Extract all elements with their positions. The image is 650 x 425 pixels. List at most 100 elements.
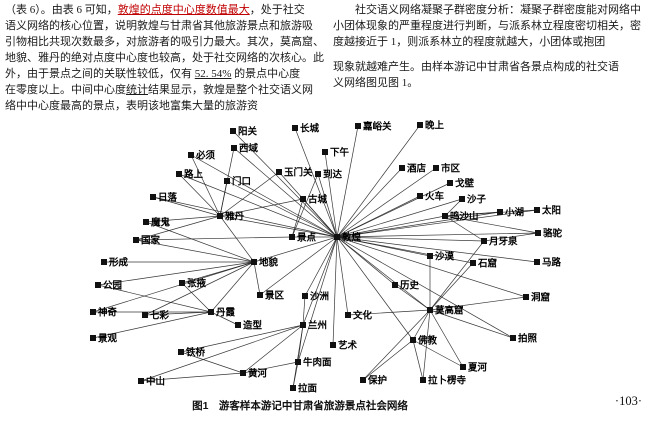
network-edge <box>253 236 338 263</box>
network-node-label: 莫高窟 <box>434 305 464 317</box>
network-node-label: 文化 <box>352 310 373 322</box>
network-edge <box>233 147 338 238</box>
network-edge <box>304 236 338 297</box>
network-edge <box>144 261 255 316</box>
network-node-label: 七彩 <box>150 310 170 322</box>
network-node-label: 保护 <box>367 375 387 387</box>
text-line: 现象就越难产生。由样本游记中甘肃省各景点构成的社交语 <box>333 59 649 75</box>
network-node <box>392 282 398 288</box>
network-node <box>178 349 184 355</box>
network-node <box>523 294 529 300</box>
network-node-label: 路上 <box>184 169 204 181</box>
network-node <box>497 209 503 215</box>
network-edge <box>336 236 414 341</box>
network-edge <box>145 215 221 223</box>
network-node-label: 西域 <box>239 143 259 155</box>
network-edge <box>97 261 255 286</box>
network-node <box>251 259 257 265</box>
text-segment: 社交语义网络凝聚子群密度分析：凝聚子群密度能对网络中 <box>355 4 641 16</box>
text-segment-marked: 统计 <box>126 84 148 96</box>
network-edge <box>152 196 338 238</box>
network-edge <box>259 236 338 296</box>
network-edge <box>219 198 304 217</box>
network-edge <box>429 262 474 311</box>
network-node-label: 景点 <box>296 232 317 244</box>
network-edge <box>291 173 319 238</box>
network-edge <box>181 282 212 313</box>
network-edge <box>180 324 304 353</box>
network-node-label: 太阳 <box>542 205 561 217</box>
network-edge <box>152 196 221 217</box>
network-node-label: 下午 <box>330 147 350 159</box>
network-edge <box>180 351 244 374</box>
network-node-label: 沙子 <box>467 195 487 206</box>
network-node <box>179 280 185 286</box>
network-edge <box>422 309 431 381</box>
text-segment: 义网络图见图 1。 <box>333 77 419 89</box>
network-node <box>322 149 328 155</box>
network-edge <box>302 295 306 326</box>
network-edge <box>336 236 431 311</box>
network-edge <box>336 167 403 238</box>
network-edge <box>444 215 485 242</box>
network-node <box>90 309 96 315</box>
network-node-label: 长城 <box>300 123 320 135</box>
network-node-label: 小湖 <box>504 207 525 219</box>
network-edge <box>226 180 338 238</box>
network-node <box>470 260 476 266</box>
network-edge <box>429 309 464 368</box>
network-node <box>142 312 148 318</box>
network-edge <box>332 236 338 346</box>
network-node-label: 景区 <box>264 291 285 302</box>
network-node <box>535 230 541 236</box>
network-node <box>427 307 433 313</box>
network-edge <box>429 309 514 339</box>
network-edge <box>394 284 431 311</box>
network-edge <box>135 239 255 263</box>
text-segment: 外，由于景点之间的关联性较低，仅有 <box>5 68 195 80</box>
network-node <box>138 378 144 384</box>
text-line: 络中中心度最高的景点，表明该地富集大量的旅游资 <box>5 98 328 114</box>
network-node <box>510 335 516 341</box>
network-node <box>345 312 351 318</box>
text-segment: 小团体现象的严重程度进行判断，与派系林立程度密切相关，密 <box>333 20 641 32</box>
network-edge <box>210 311 239 326</box>
network-edge <box>253 261 261 296</box>
network-edge <box>210 261 255 313</box>
network-node-label: 古城 <box>308 194 328 206</box>
text-line: （表 6）。由表 6 可知，敦煌的点度中心度数值最大，处于社交 <box>5 2 328 18</box>
network-edge <box>178 173 221 217</box>
network-edge <box>336 211 501 238</box>
network-node <box>230 128 236 134</box>
network-node <box>534 207 540 213</box>
network-node-label: 火车 <box>425 191 445 203</box>
network-node-label: 戈壁 <box>455 178 475 190</box>
text-segment-marked: 52. 54% <box>194 68 232 80</box>
network-node <box>289 234 295 240</box>
network-node <box>208 309 214 315</box>
network-node <box>292 125 298 131</box>
network-node <box>399 165 405 171</box>
network-node <box>101 259 107 265</box>
network-edge <box>336 125 359 238</box>
network-node <box>276 169 282 175</box>
network-edge <box>429 296 527 311</box>
network-edge <box>190 154 338 238</box>
network-edge <box>412 339 464 368</box>
network-node-label: 到达 <box>323 169 343 181</box>
network-edge <box>178 173 338 238</box>
network-node <box>235 322 241 328</box>
network-node-label: 黄河 <box>248 368 268 380</box>
network-node-label: 市区 <box>441 163 461 175</box>
network-node-label: 拉面 <box>298 383 318 395</box>
network-node-label: 石窟 <box>477 258 498 270</box>
network-node <box>433 165 439 171</box>
network-node <box>315 171 321 177</box>
network-edge <box>302 198 338 238</box>
network-node <box>95 282 101 288</box>
left-text-column: （表 6）。由表 6 可知，敦煌的点度中心度数值最大，处于社交语义网络的核心位置… <box>5 2 328 114</box>
network-node-label: 魔鬼 <box>150 217 171 229</box>
network-edge <box>336 236 485 242</box>
network-node <box>330 342 336 348</box>
